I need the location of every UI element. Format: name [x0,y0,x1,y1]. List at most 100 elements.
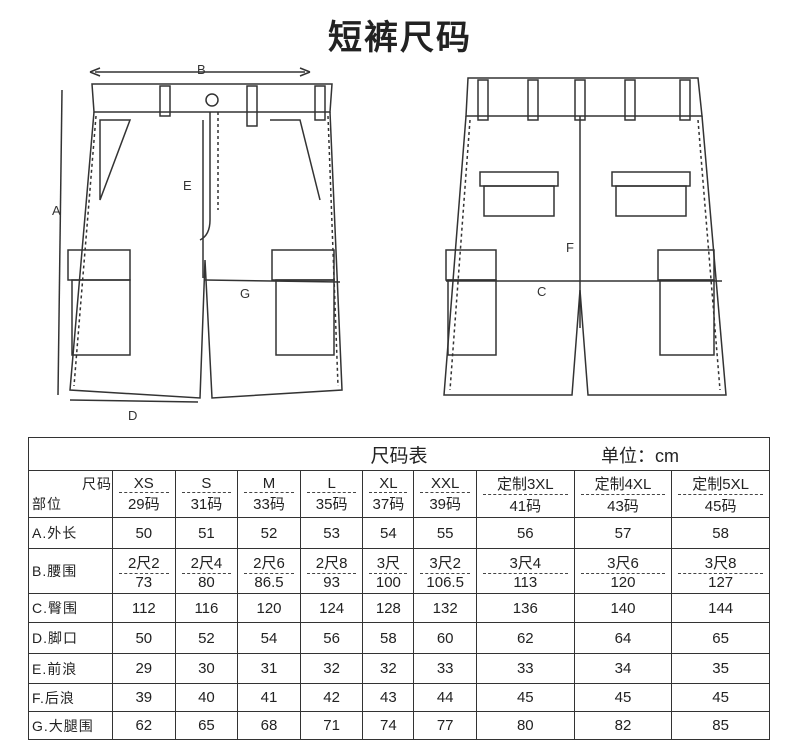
size-name: M [244,475,294,493]
cell: 128 [362,593,415,623]
unit-label: 单位：cm [601,446,679,466]
cell: 39 [112,683,176,712]
cell-value: 2尺8 [306,552,357,574]
cell-value: 2尺2 [119,552,169,574]
cell: 29 [112,653,176,684]
label-c: C [537,284,546,299]
front-view: B A E G D [52,62,343,423]
cell: 62 [475,622,575,654]
cell: 56 [299,622,364,654]
cell: 64 [573,622,673,654]
label-e: E [183,178,192,193]
cell: 40 [174,683,239,712]
cell: 45 [671,683,770,712]
shorts-diagram: B A E G D C F [52,62,727,423]
size-code: 39码 [429,495,461,513]
cell-value: 3尺8 [678,552,763,574]
cell: 77 [413,711,477,740]
size-col-2: M 33码 [237,470,301,518]
cell: 136 [475,593,575,623]
size-code: 31码 [190,495,223,513]
size-name: XL [369,475,408,493]
cell-value: 2尺6 [244,552,294,574]
size-name: 定制3XL [482,473,568,495]
cell-value: 3尺 [369,552,408,574]
cell: 31 [237,653,301,684]
row-label: F.后浪 [28,683,113,712]
cell: 52 [237,517,301,549]
cell: 53 [299,517,364,549]
size-code: 33码 [253,495,285,513]
cell-value-cm: 127 [708,573,734,591]
cell: 34 [573,653,673,684]
cell: 58 [671,517,770,549]
cell: 60 [413,622,477,654]
size-col-6: 定制3XL 41码 [475,470,575,518]
cell: 55 [413,517,477,549]
size-name: L [306,475,357,493]
cell: 54 [237,622,301,654]
cell: 116 [174,593,239,623]
cell: 32 [362,653,415,684]
label-f: F [566,240,574,255]
cell: 57 [573,517,673,549]
cell-value: 2尺4 [181,552,232,574]
cell: 45 [573,683,673,712]
cell: 82 [573,711,673,740]
back-view: C F [443,77,727,396]
cell: 52 [174,622,239,654]
label-b: B [197,62,206,77]
size-col-1: S 31码 [174,470,239,518]
size-name: 定制5XL [678,473,763,495]
cell: 71 [299,711,364,740]
cell-value: 3尺6 [580,552,666,574]
row-label: B.腰围 [28,548,113,594]
cell: 32 [299,653,364,684]
cell: 140 [573,593,673,623]
label-g: G [240,286,250,301]
cell: 62 [112,711,176,740]
page-title: 短裤尺码 [328,18,472,58]
cell-value-cm: 73 [135,573,153,591]
size-name: 定制4XL [580,473,666,495]
corner-bottom: 部位 [32,496,62,512]
cell: 44 [413,683,477,712]
size-name: S [181,475,232,493]
corner-top: 尺码 [82,476,112,492]
cell: 54 [362,517,415,549]
size-code: 45码 [704,497,737,515]
cell: 41 [237,683,301,712]
cell: 112 [112,593,176,623]
cell: 65 [671,622,770,654]
cell: 58 [362,622,415,654]
table-header: 尺码表 单位：cm [28,437,770,471]
cell-value-cm: 80 [198,573,215,591]
cell-value-cm: 106.5 [426,573,464,591]
label-d: D [128,408,137,423]
cell: 50 [112,517,176,549]
size-code: 29码 [127,495,160,513]
cell: 33 [475,653,575,684]
size-name: XS [119,475,169,493]
cell: 30 [174,653,239,684]
cell: 132 [413,593,477,623]
cell-value-cm: 120 [610,573,636,591]
size-code: 41码 [509,497,542,515]
cell-value-cm: 100 [375,573,401,591]
